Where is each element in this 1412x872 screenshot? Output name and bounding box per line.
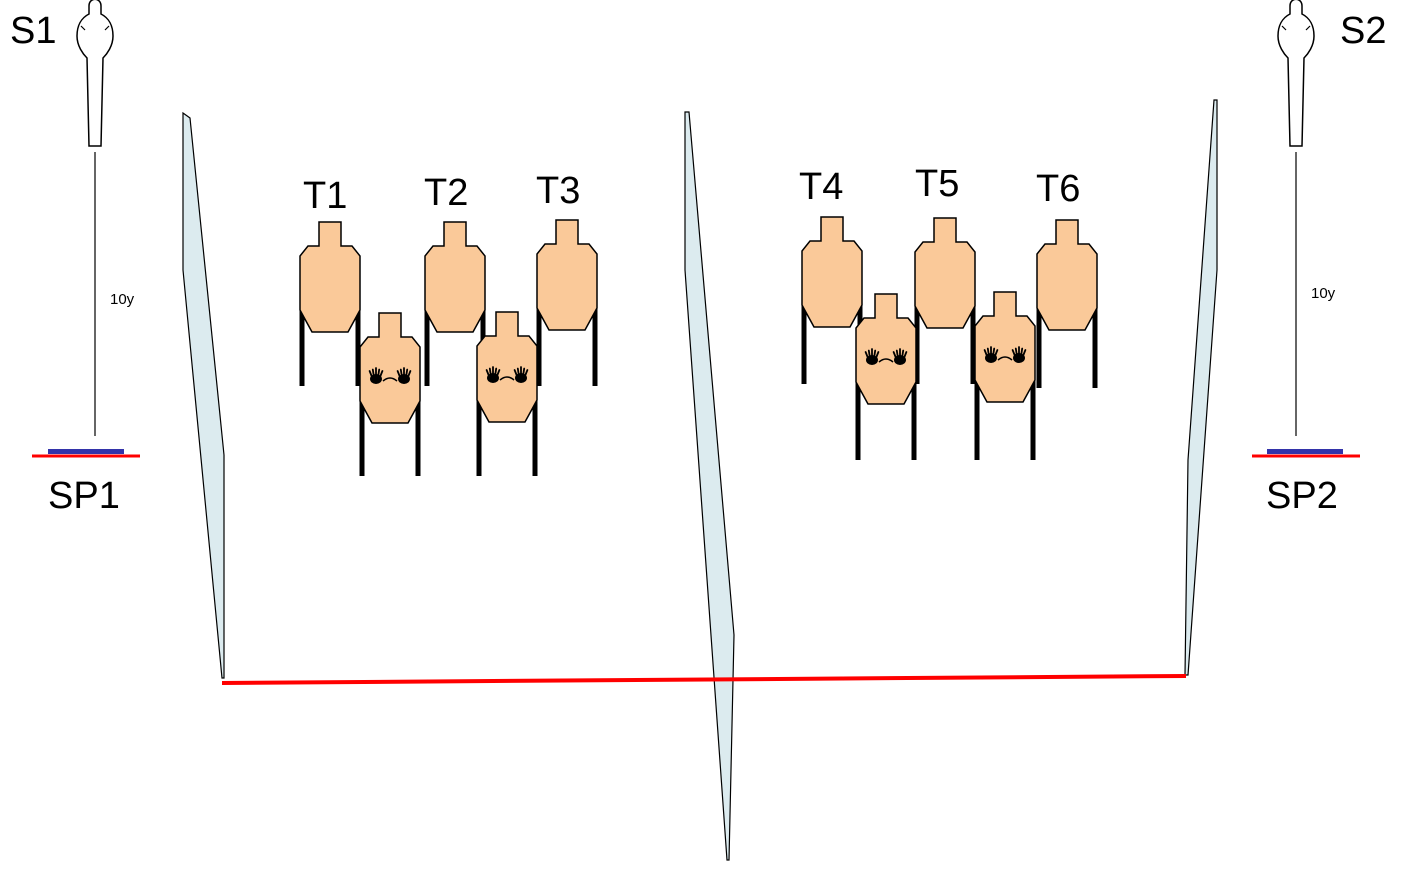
fault-line [221, 674, 1187, 685]
no-shoot-target-2 [476, 311, 538, 476]
no-shoot-target-3 [855, 293, 917, 460]
shoot-target-t4 [801, 216, 863, 384]
shooter-silhouette-icon [1277, 0, 1315, 147]
hands-icon [368, 367, 412, 384]
start-position-label-sp2: SP2 [1266, 475, 1338, 517]
hands-icon [485, 366, 529, 383]
target-label-t3: T3 [536, 170, 581, 212]
target-label-t4: T4 [799, 166, 844, 208]
distance-label-sp1: 10y [110, 291, 135, 308]
hands-icon [983, 346, 1027, 363]
target-label-t6: T6 [1036, 168, 1081, 210]
targets-layer [299, 216, 1098, 476]
no-shoot-target-1 [359, 312, 421, 476]
start-box-sp2 [1252, 449, 1360, 458]
shooter-silhouette-icon [76, 0, 114, 147]
start-position-label-sp1: SP1 [48, 475, 120, 517]
target-label-t2: T2 [424, 172, 469, 214]
distance-label-sp2: 10y [1311, 285, 1336, 302]
target-label-t1: T1 [303, 175, 348, 217]
shoot-target-t5 [914, 217, 976, 384]
wall-left [182, 111, 225, 679]
shooter-label-s2: S2 [1340, 10, 1387, 52]
wall-center [684, 111, 735, 861]
shooter-label-s1: S1 [10, 10, 57, 52]
wall-right [1184, 99, 1218, 676]
shoot-target-t6 [1036, 219, 1098, 388]
no-shoot-target-4 [974, 291, 1036, 460]
start-box-sp1 [32, 449, 140, 458]
shoot-target-t3 [536, 219, 598, 386]
target-label-t5: T5 [915, 163, 960, 205]
shoot-target-t1 [299, 221, 361, 386]
shoot-target-t2 [424, 221, 486, 386]
hands-icon [864, 348, 908, 365]
